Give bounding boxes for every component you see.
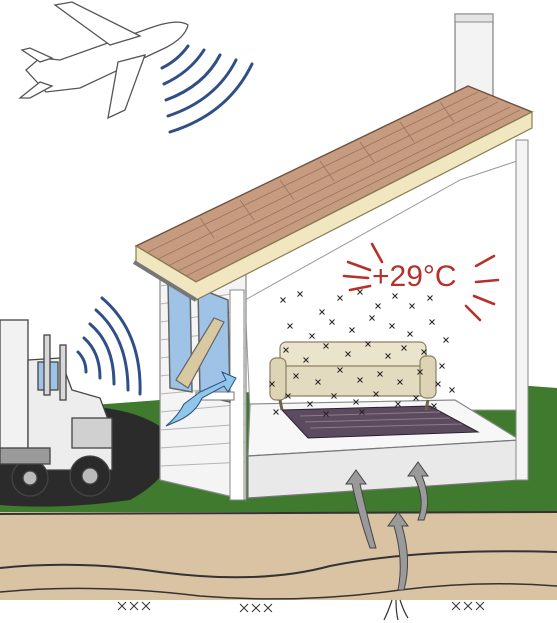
- heat-particle-mark: [435, 381, 441, 387]
- soil-layer: [0, 512, 557, 607]
- heat-particle-mark: [273, 409, 279, 415]
- vibration-arrows: [345, 461, 429, 591]
- heat-particle-mark: [293, 373, 299, 379]
- soil-crack-1: [0, 550, 557, 579]
- window: [167, 281, 235, 403]
- heat-particle-mark: [431, 403, 437, 409]
- temperature-label: +29°C: [372, 260, 457, 293]
- heat-particle-mark: [353, 399, 359, 405]
- heat-particle-mark: [345, 351, 351, 357]
- heat-particle-mark: [407, 331, 413, 337]
- heat-particle-mark: [319, 309, 325, 315]
- heat-particle-mark: [429, 319, 435, 325]
- heat-particle-mark: [377, 371, 383, 377]
- plane-sound-waves: [160, 44, 254, 134]
- heat-particle-mark: [337, 295, 343, 301]
- heat-particle-mark: [349, 327, 355, 333]
- air-infiltration-arrow: [165, 371, 237, 427]
- heat-particle-mark: [280, 297, 286, 303]
- temperature-rays: [342, 242, 500, 322]
- heat-particle-mark: [427, 295, 433, 301]
- heat-particle-mark: [285, 393, 291, 399]
- heat-particle-mark: [357, 289, 363, 295]
- heat-particle-mark: [323, 343, 329, 349]
- heat-particle-mark: [269, 381, 275, 387]
- heat-particle-mark: [331, 393, 337, 399]
- rug-pattern: [299, 411, 463, 429]
- heat-particle-mark: [443, 337, 449, 343]
- sofa-icon: [269, 341, 437, 411]
- heat-particle-mark: [413, 395, 419, 401]
- heat-particle-mark: [401, 345, 407, 351]
- gutter: [132, 260, 198, 302]
- heat-particle-mark: [303, 357, 309, 363]
- heat-particle-mark: [283, 347, 289, 353]
- heat-particle-mark: [421, 349, 427, 355]
- heat-particle-mark: [417, 369, 423, 375]
- heat-particle-mark: [323, 411, 329, 417]
- heat-particle-mark: [397, 379, 403, 385]
- heat-particle-mark: [315, 379, 321, 385]
- soil-crack-2: [0, 583, 557, 600]
- heat-particles: [269, 289, 455, 417]
- heat-particle-mark: [297, 291, 303, 297]
- airplane-icon: [18, 1, 189, 120]
- heat-particle-mark: [309, 333, 315, 339]
- heat-particle-mark: [392, 293, 398, 299]
- heat-particle-mark: [375, 303, 381, 309]
- roof: [132, 85, 534, 302]
- roots: [383, 599, 409, 621]
- soil-top-line: [0, 511, 557, 515]
- bedrock-strip: [0, 600, 557, 623]
- heat-particle-mark: [357, 377, 363, 383]
- truck-icon: [0, 319, 113, 497]
- rug: [280, 405, 480, 439]
- right-post: [515, 139, 529, 481]
- heat-particle-mark: [337, 367, 343, 373]
- house: [132, 13, 534, 501]
- heat-particle-mark: [365, 341, 371, 347]
- heat-particle-mark: [449, 387, 455, 393]
- heat-particle-mark: [373, 391, 379, 397]
- heat-particle-mark: [439, 363, 445, 369]
- heat-particle-mark: [359, 409, 365, 415]
- heat-particle-mark: [287, 323, 293, 329]
- heat-particle-mark: [389, 323, 395, 329]
- heat-particle-mark: [395, 401, 401, 407]
- heat-particle-mark: [409, 303, 415, 309]
- heat-particle-mark: [369, 315, 375, 321]
- heat-particle-mark: [329, 319, 335, 325]
- bedrock-hatch: [117, 601, 485, 613]
- heat-particle-mark: [307, 401, 313, 407]
- truck-sound-waves: [76, 296, 142, 396]
- heat-particle-mark: [385, 353, 391, 359]
